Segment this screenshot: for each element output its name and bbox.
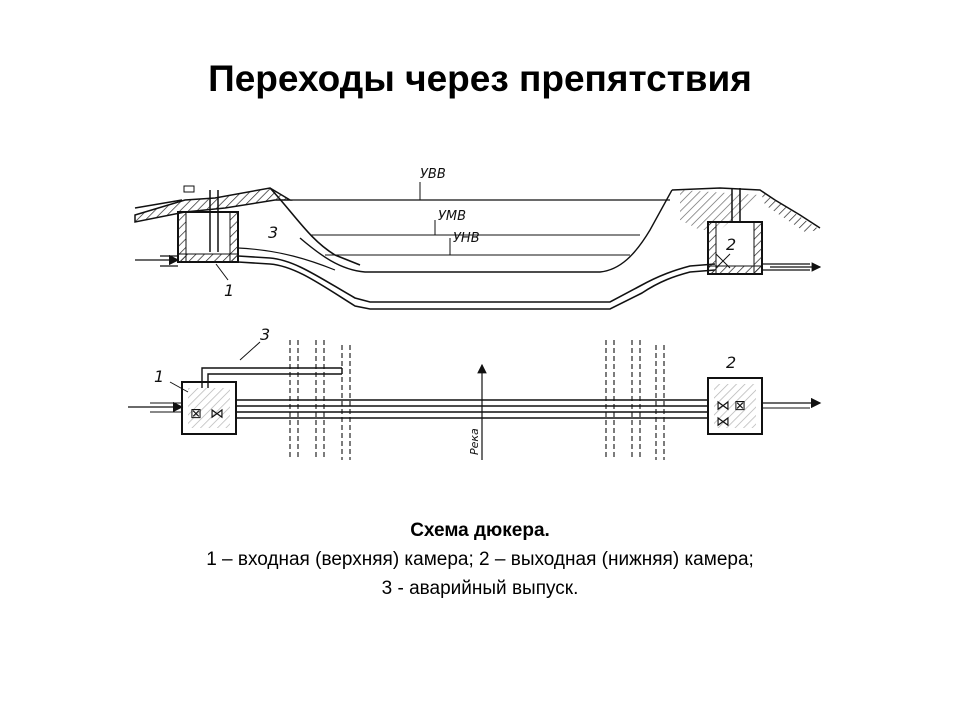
svg-text:⋈: ⋈ <box>716 413 730 429</box>
svg-text:⋈: ⋈ <box>210 405 224 421</box>
plan-callout-emergency: 3 <box>260 325 270 344</box>
slide-title: Переходы через препятствия <box>208 58 752 99</box>
svg-text:⊠: ⊠ <box>190 405 202 421</box>
emergency-pipe <box>237 247 336 271</box>
callout-emergency-outlet: 3 <box>268 223 278 242</box>
caption-line-2: 3 - аварийный выпуск. <box>381 578 579 599</box>
plan-outlet-chamber <box>707 377 763 435</box>
callout-outlet-chamber: 2 <box>726 235 736 254</box>
svg-text:⋈: ⋈ <box>716 397 730 413</box>
caption-line-1: 1 – входная (верхняя) камера; 2 – выходн… <box>206 549 754 570</box>
label-mid-water: УМВ <box>438 209 466 224</box>
plan-callout-inlet: 1 <box>154 367 164 386</box>
siphon-pipe <box>237 255 716 303</box>
caption-heading: Схема дюкера. <box>410 520 550 541</box>
elevation-view: УВВ УМВ УНВ 3 1 <box>134 167 822 310</box>
left-bank <box>134 187 293 223</box>
river-bed <box>299 189 673 273</box>
left-slope <box>269 187 361 266</box>
plan-view: 3 ⊠ ⋈ <box>128 325 822 460</box>
label-high-water: УВВ <box>420 167 446 182</box>
label-river: Река <box>468 428 481 455</box>
plan-callout-outlet: 2 <box>726 353 736 372</box>
plan-emergency-pipe <box>201 367 342 388</box>
callout-inlet-chamber: 1 <box>224 281 234 300</box>
svg-text:⊠: ⊠ <box>734 397 746 413</box>
label-low-water: УНВ <box>453 231 480 246</box>
siphon-diagram: УВВ УМВ УНВ 3 1 <box>128 167 822 460</box>
diagram-caption: Схема дюкера. 1 – входная (верхняя) каме… <box>0 516 960 603</box>
